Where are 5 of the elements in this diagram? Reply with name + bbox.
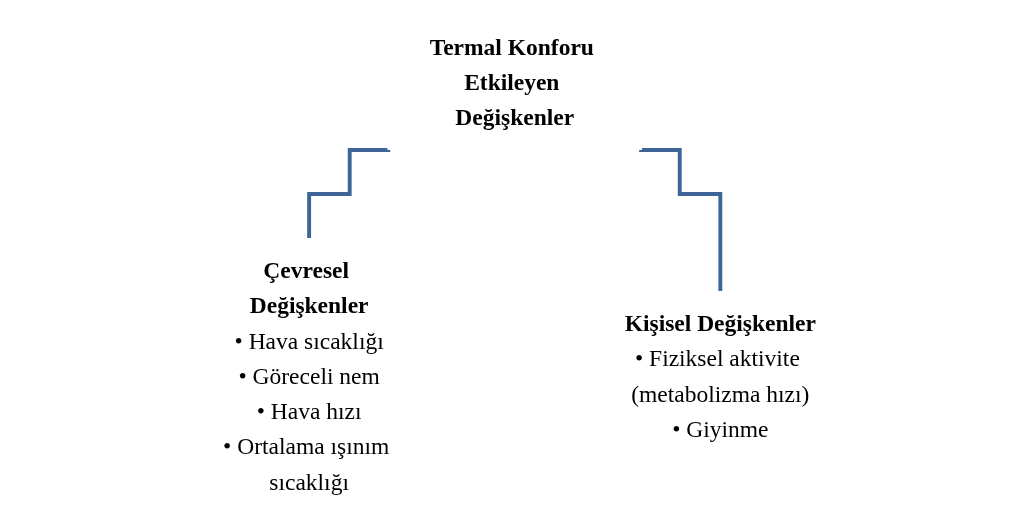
connector (638, 148, 723, 293)
node-text: Termal Konforu Etkileyen Değişkenler (429, 34, 594, 131)
node-text: Çevresel Değişkenler • Hava sıcaklığı • Göreceli nem • Hava hızı • Ortalama ışınım sıcaklığı (222, 257, 390, 495)
connector (306, 148, 391, 240)
node-text: Kişisel Değişkenler • Fiziksel aktivite (metabolizma hızı) • Giyinme (624, 310, 816, 442)
